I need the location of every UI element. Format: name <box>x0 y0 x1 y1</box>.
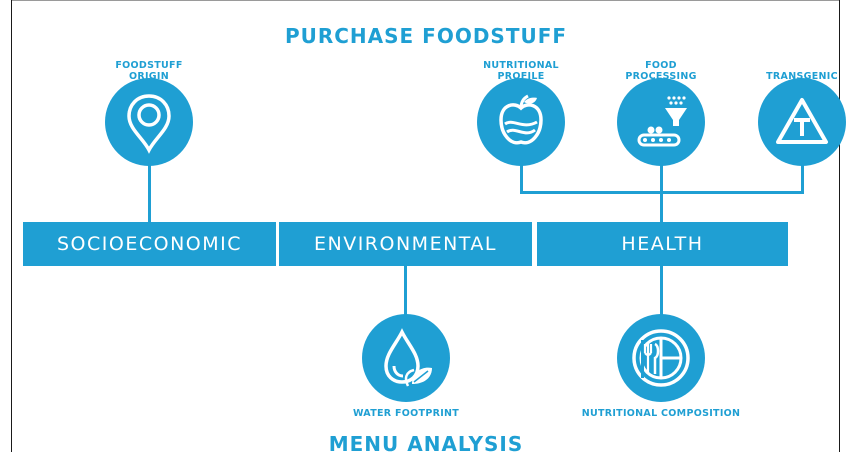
label-foodstuff-origin-line1: FOODSTUFF <box>115 60 183 71</box>
water-footprint-node <box>362 314 450 402</box>
label-nutritional-composition: NUTRITIONAL COMPOSITION <box>556 408 766 419</box>
label-water-footprint-line1: WATER FOOTPRINT <box>352 408 460 419</box>
label-transgenic: TRANSGENIC <box>747 71 852 82</box>
frame-border-right <box>839 0 840 452</box>
foodstuff-origin-node <box>105 78 193 166</box>
label-food-processing: FOOD PROCESSING <box>606 60 716 82</box>
frame-border-top <box>11 0 840 1</box>
label-food-processing-line1: FOOD <box>645 60 677 71</box>
nutritional-profile-node <box>477 78 565 166</box>
funnel-conveyor-icon <box>637 96 687 147</box>
plate-cutlery-icon <box>632 329 690 387</box>
category-environmental-label: ENVIRONMENTAL <box>313 233 497 255</box>
connector-origin-socioeconomic <box>148 160 151 222</box>
title-menu-analysis: MENU ANALYSIS <box>328 432 524 452</box>
connector-health-composition <box>660 266 663 318</box>
label-water-footprint: WATER FOOTPRINT <box>330 408 482 419</box>
title-purchase-foodstuff: PURCHASE FOODSTUFF <box>284 24 568 48</box>
water-drop-leaf-icon <box>384 328 432 387</box>
category-socioeconomic-label: SOCIOECONOMIC <box>57 233 242 255</box>
connector-horizontal-health-top <box>520 191 804 194</box>
apple-icon <box>499 94 543 145</box>
category-socioeconomic: SOCIOECONOMIC <box>23 222 276 266</box>
connector-profile-down <box>520 160 523 194</box>
food-processing-node <box>617 78 705 166</box>
label-transgenic-line1: TRANSGENIC <box>766 71 838 82</box>
category-health: HEALTH <box>537 222 788 266</box>
connector-transgenic-down <box>801 160 804 194</box>
category-health-label: HEALTH <box>621 233 704 255</box>
label-nutritional-profile-line2: PROFILE <box>497 71 545 82</box>
frame-border-left <box>11 0 12 452</box>
connector-environmental-water <box>404 266 407 318</box>
label-nutritional-profile-line1: NUTRITIONAL <box>483 60 559 71</box>
category-environmental: ENVIRONMENTAL <box>279 222 532 266</box>
warning-t-icon <box>776 98 828 144</box>
label-food-processing-line2: PROCESSING <box>625 71 697 82</box>
label-foodstuff-origin: FOODSTUFF ORIGIN <box>94 60 204 82</box>
label-foodstuff-origin-line2: ORIGIN <box>128 71 169 82</box>
map-pin-icon <box>127 94 171 154</box>
transgenic-node <box>758 78 846 166</box>
label-nutritional-profile: NUTRITIONAL PROFILE <box>466 60 576 82</box>
nutritional-composition-node <box>617 314 705 402</box>
label-nutritional-composition-line1: NUTRITIONAL COMPOSITION <box>581 408 741 419</box>
